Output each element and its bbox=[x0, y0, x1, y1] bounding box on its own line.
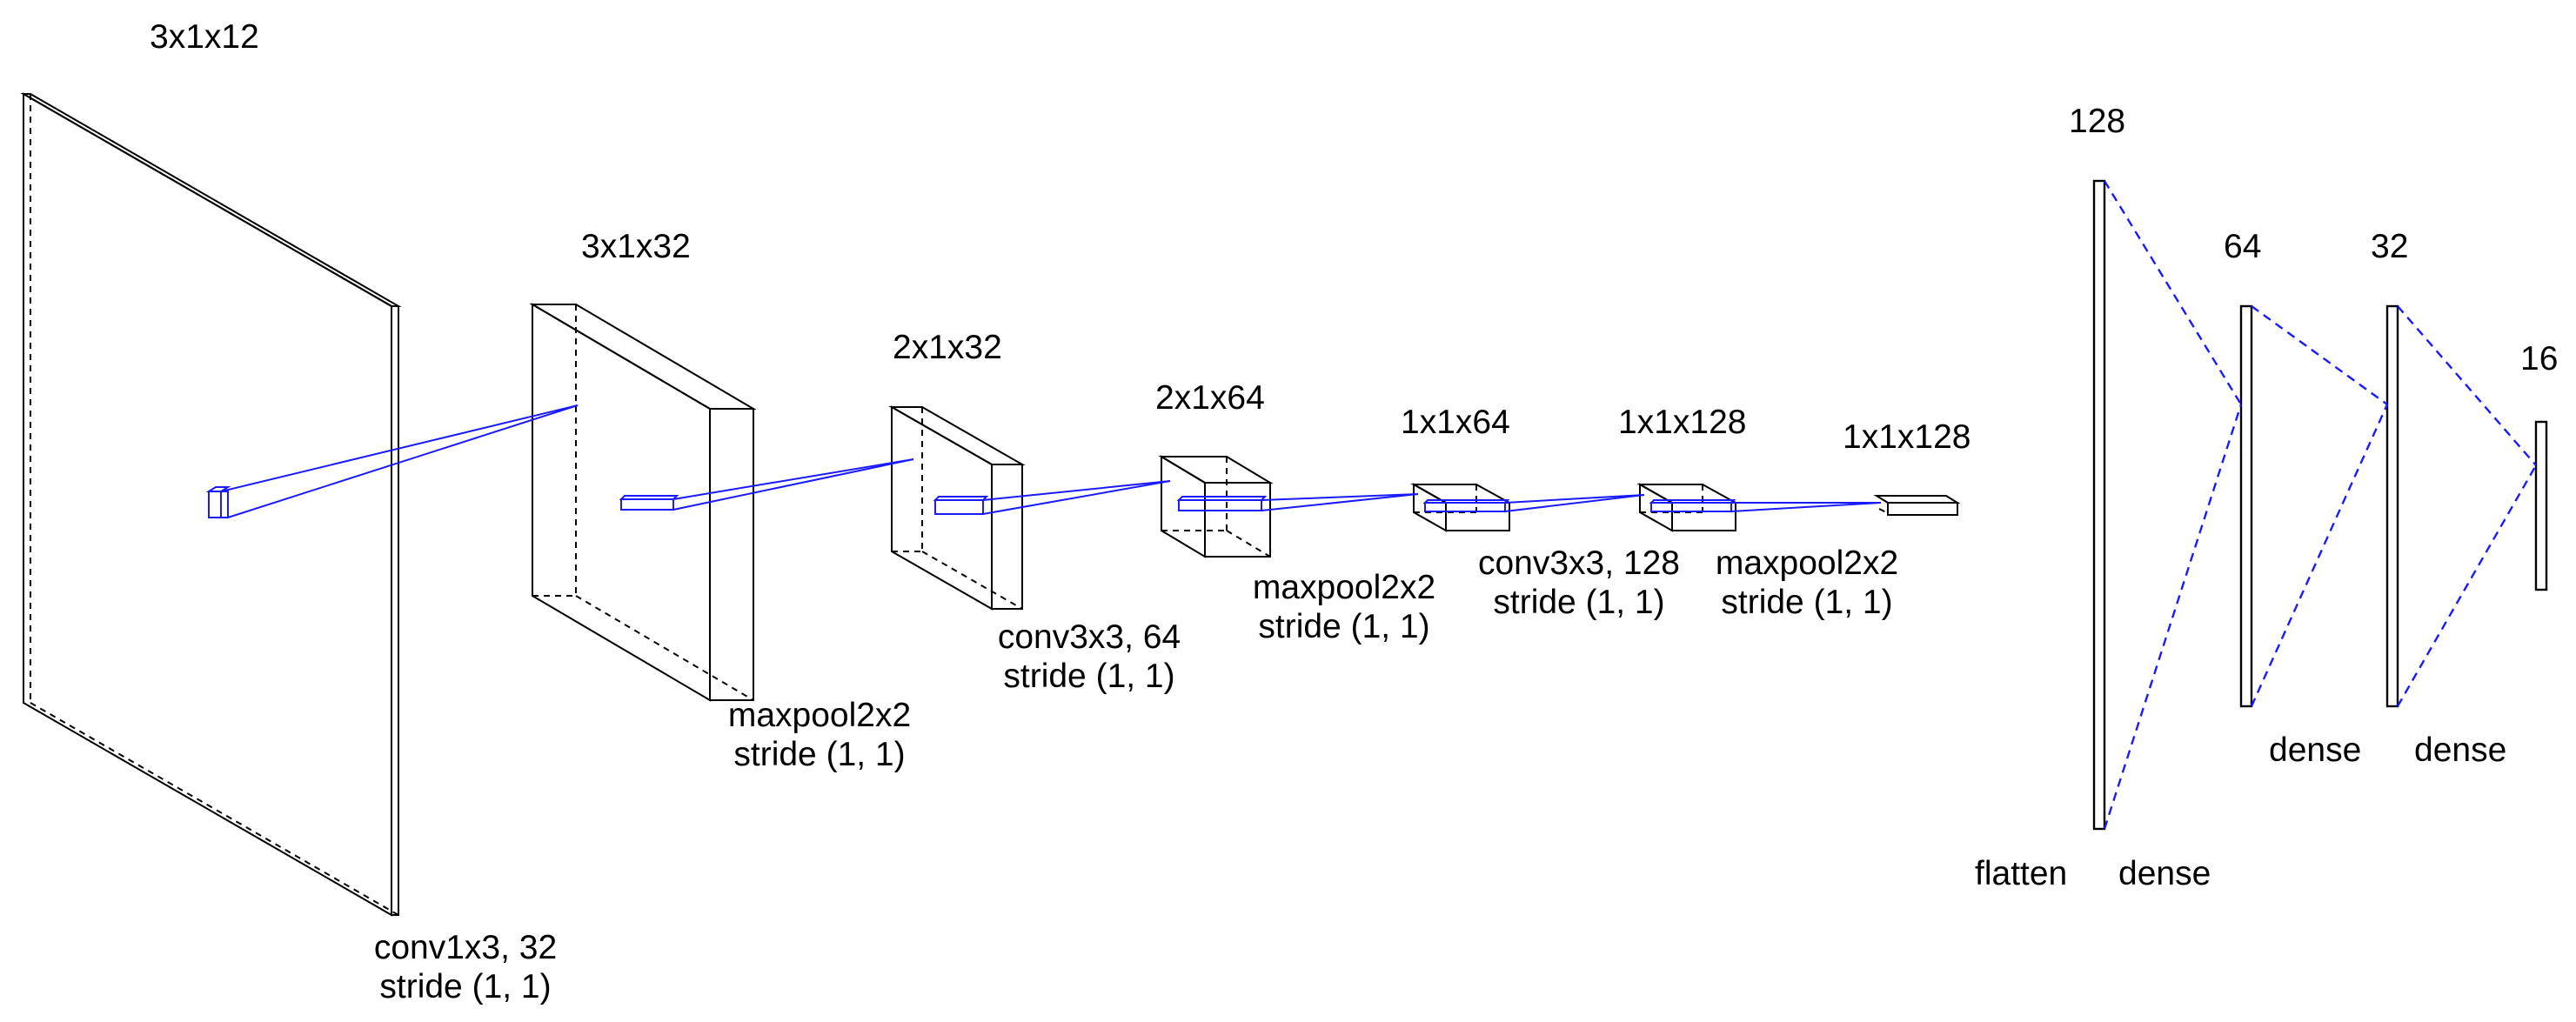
layer-conv1-volume bbox=[529, 303, 757, 702]
layer-conv2-volume bbox=[1158, 455, 1274, 558]
label-conv1-shape: 3x1x32 bbox=[581, 228, 691, 265]
kernel-pool2 bbox=[1422, 499, 1510, 512]
label-flatten: flatten bbox=[1975, 855, 2067, 892]
layer-conv3-volume bbox=[1636, 483, 1736, 532]
layer-input-volume bbox=[20, 92, 402, 917]
bar-dense3 bbox=[2534, 420, 2548, 591]
label-dense-b: dense bbox=[2269, 731, 2361, 769]
layer-pool1-volume bbox=[888, 405, 1026, 611]
label-flatten-size: 128 bbox=[2069, 103, 2125, 140]
label-dense2-size: 32 bbox=[2371, 228, 2408, 265]
label-pool1-shape: 2x1x32 bbox=[893, 329, 1002, 366]
label-pool2-shape: 1x1x64 bbox=[1401, 404, 1510, 441]
bar-flatten bbox=[2092, 179, 2106, 831]
kernel-pool1 bbox=[933, 496, 989, 515]
kernel-conv1 bbox=[619, 495, 679, 511]
kernel-conv2 bbox=[1176, 496, 1268, 511]
label-conv3-shape: 1x1x128 bbox=[1618, 404, 1746, 441]
dense-bars bbox=[2092, 179, 2548, 831]
label-conv2-shape: 2x1x64 bbox=[1155, 379, 1265, 417]
conv-connections bbox=[220, 404, 1882, 518]
layer-pool2-volume bbox=[1410, 483, 1510, 532]
label-pool3-shape: 1x1x128 bbox=[1843, 418, 1970, 456]
label-input-shape: 3x1x12 bbox=[150, 18, 259, 56]
bar-dense2 bbox=[2385, 304, 2399, 708]
dense-section-labels: flatten dense dense dense bbox=[1975, 731, 2506, 892]
dense-connections bbox=[2103, 180, 2538, 830]
label-dense-c: dense bbox=[2414, 731, 2506, 769]
kernel-input bbox=[205, 486, 231, 518]
label-dense3-size: 16 bbox=[2520, 340, 2558, 377]
layer-pool3-volume bbox=[1873, 495, 1961, 516]
bar-dense1 bbox=[2239, 304, 2253, 708]
layer-shape-labels: 3x1x12 3x1x32 2x1x32 2x1x64 1x1x64 1x1x1… bbox=[150, 18, 2558, 456]
label-dense-a: dense bbox=[2118, 855, 2211, 892]
label-dense1-size: 64 bbox=[2224, 228, 2261, 265]
kernel-conv3 bbox=[1649, 499, 1736, 512]
